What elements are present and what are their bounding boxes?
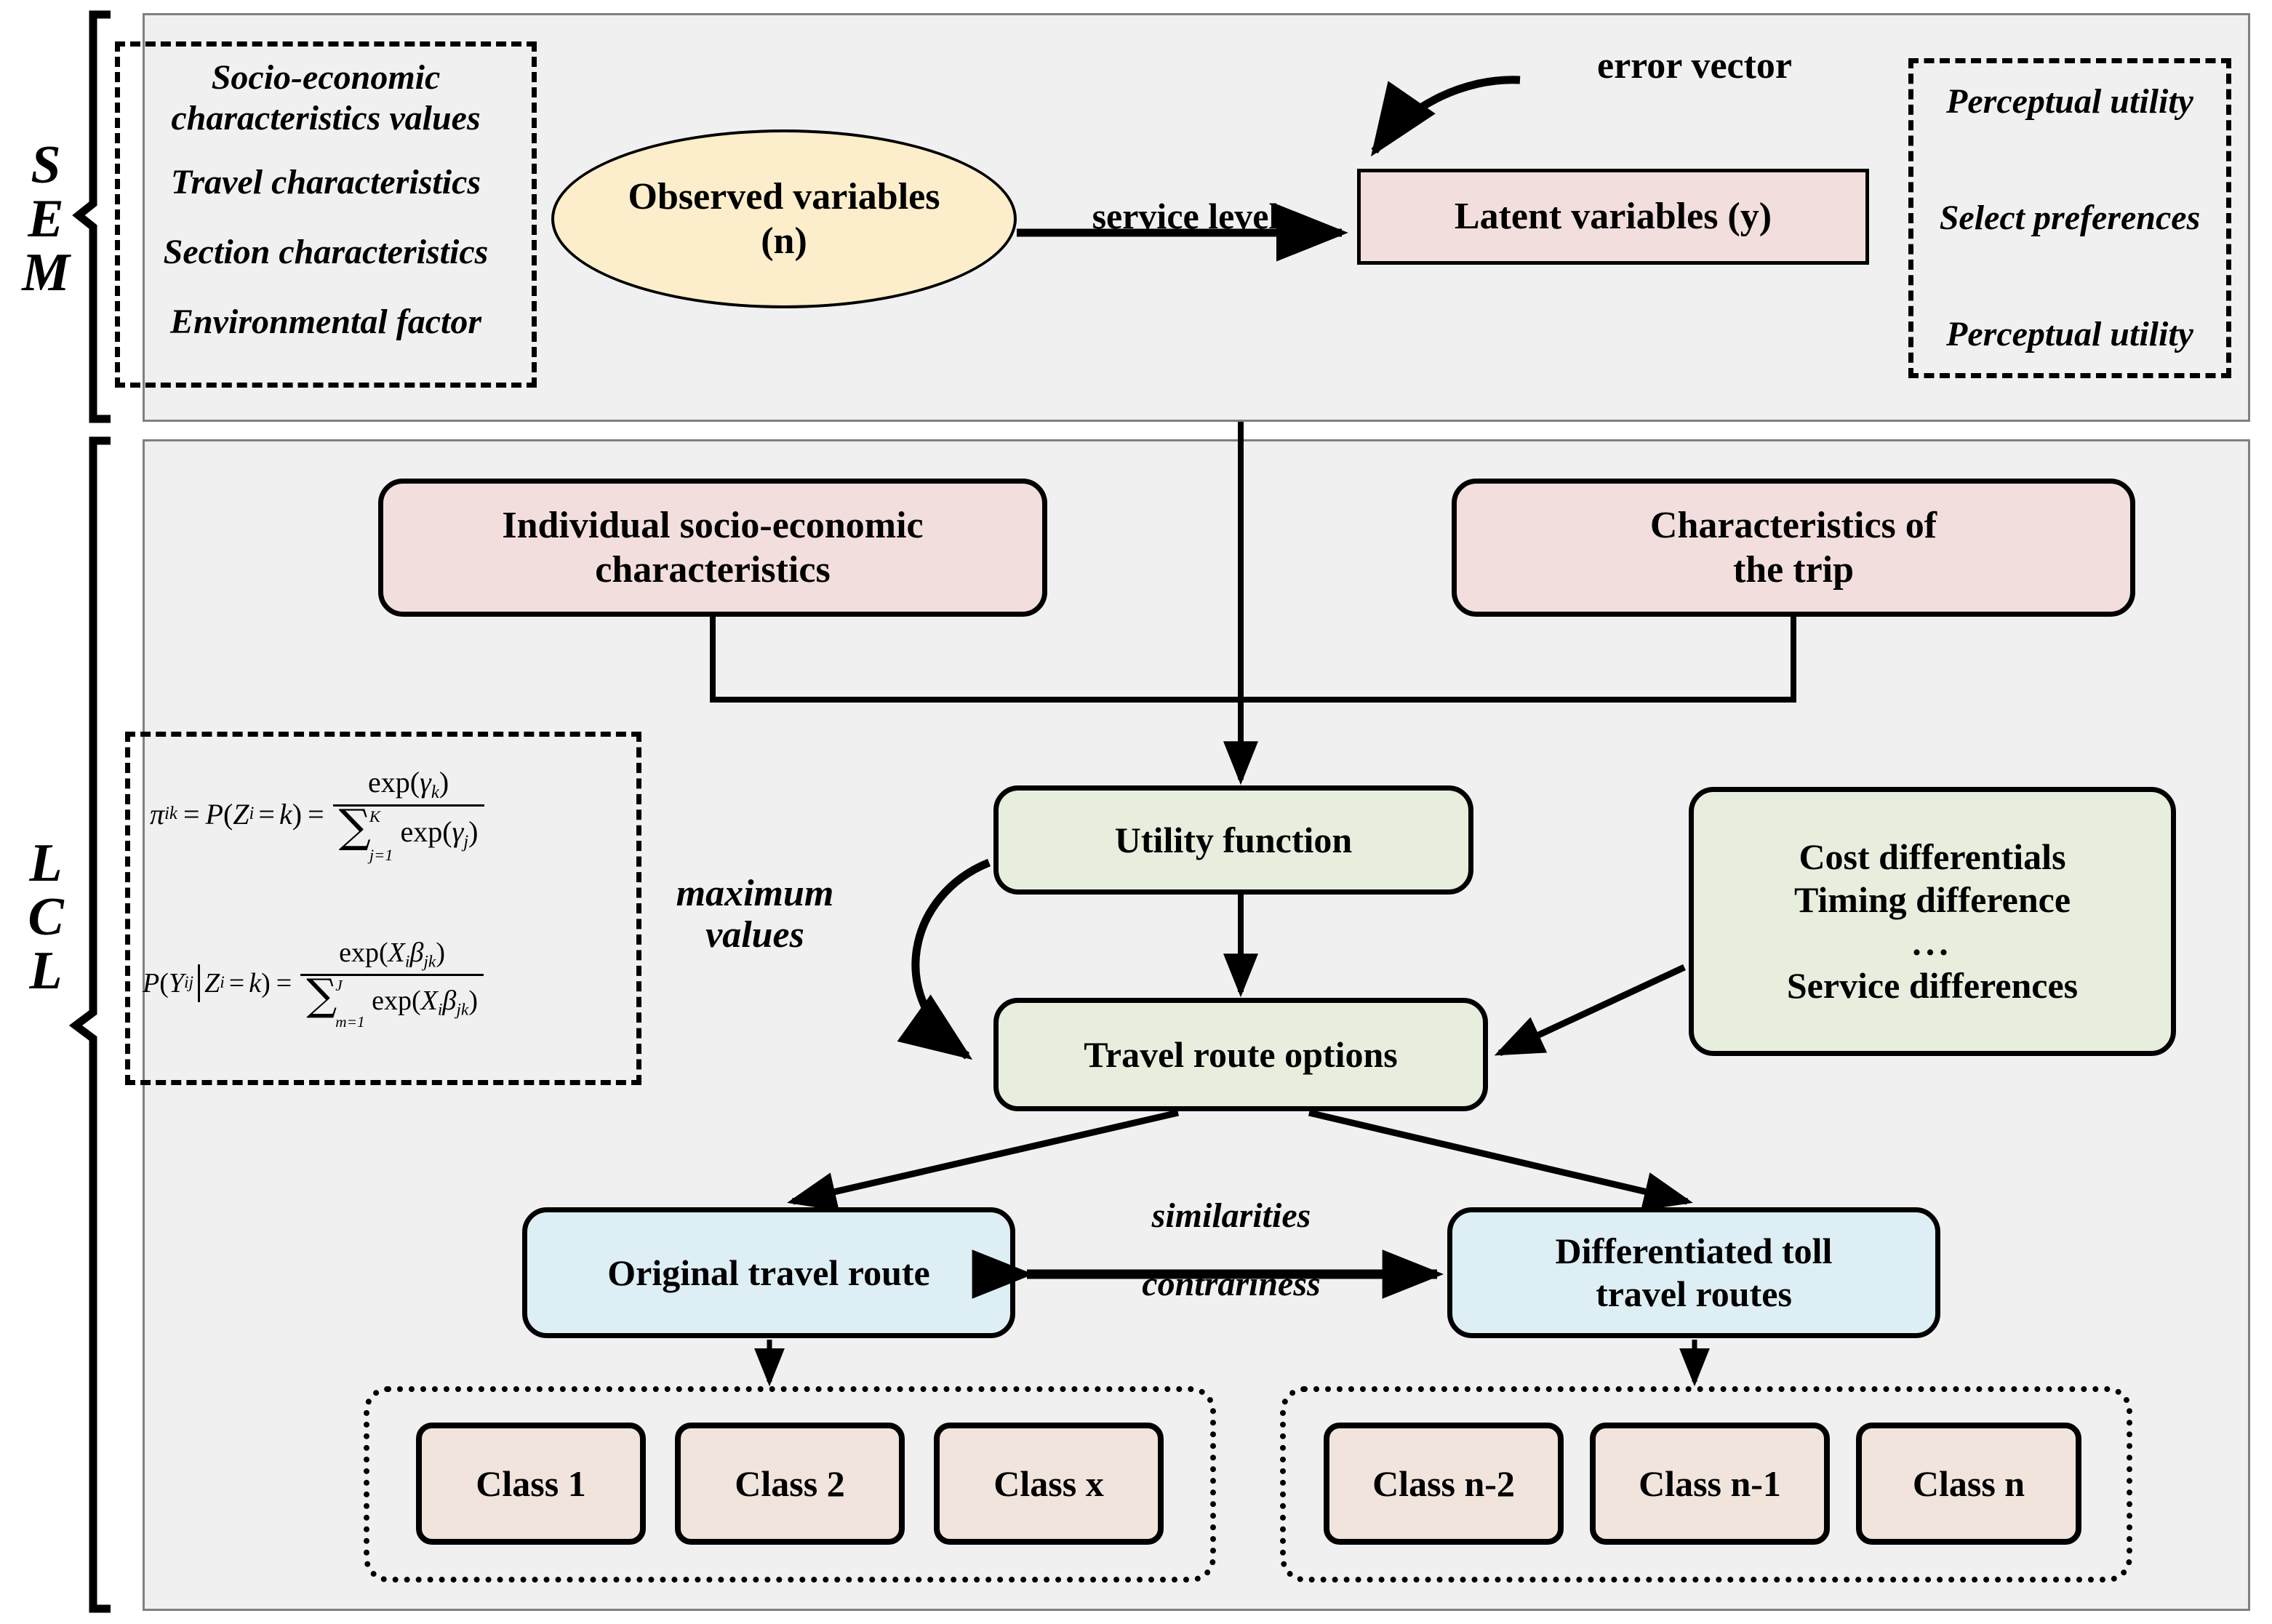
class-box-1[interactable]: Class 1	[416, 1423, 646, 1545]
classes-left-group	[364, 1386, 1216, 1583]
service-level-edge-label: service level	[1092, 196, 1279, 236]
sem-input-item-4: Environmental factor	[169, 303, 482, 341]
lcl-brace-letter-l2: L	[29, 941, 63, 1001]
travel-route-options-node[interactable]: Travel route options	[993, 998, 1488, 1111]
sem-brace-letter-m: M	[22, 243, 70, 303]
contrariness-label: contrariness	[1142, 1265, 1321, 1303]
travel-route-options-label: Travel route options	[1084, 1033, 1398, 1075]
utility-function-label: Utility function	[1114, 819, 1353, 860]
class-box-2[interactable]: Class 2	[675, 1423, 905, 1545]
sem-panel	[143, 13, 2250, 422]
sem-brace-letter-e: E	[28, 189, 64, 249]
sem-brace-letter-s: S	[31, 135, 61, 195]
sem-output-item-1: Select preferences	[1939, 199, 2201, 237]
differences-line-0: Cost differentials	[1799, 836, 2066, 877]
error-vector-label: error vector	[1597, 45, 1792, 87]
differences-line-1: Timing difference	[1793, 879, 2071, 920]
sem-outputs-dashed-box: Perceptual utility Select preferences Pe…	[1908, 58, 2231, 378]
latent-variables-label: Latent variables (y)	[1454, 196, 1772, 238]
observed-variables-label: Observed variables(n)	[628, 175, 940, 262]
sem-brace-label: S E M	[6, 138, 86, 300]
sem-input-item-1: characteristics values	[171, 99, 481, 137]
differences-node[interactable]: Cost differentials Timing difference ...…	[1689, 787, 2176, 1056]
differences-line-2: ...	[1912, 922, 1953, 963]
sem-inputs-dashed-box: Socio-economic characteristics values Tr…	[115, 41, 537, 388]
lcl-brace-letter-l1: L	[29, 833, 63, 893]
latent-variables-node[interactable]: Latent variables (y)	[1357, 169, 1869, 265]
similarities-label: similarities	[1151, 1196, 1311, 1235]
class-box-n[interactable]: Class n	[1856, 1423, 2081, 1545]
differences-lines: Cost differentials Timing difference ...…	[1787, 836, 2078, 1007]
classes-right-group	[1280, 1386, 2132, 1583]
lcl-brace-shape	[68, 436, 111, 1613]
class-box-n-2[interactable]: Class n-2	[1324, 1423, 1564, 1545]
original-travel-route-node[interactable]: Original travel route	[522, 1207, 1015, 1338]
utility-function-node[interactable]: Utility function	[993, 785, 1473, 895]
class-box-n-1[interactable]: Class n-1	[1590, 1423, 1830, 1545]
sem-output-item-2: Perceptual utility	[1946, 315, 2193, 353]
sem-output-item-0: Perceptual utility	[1946, 82, 2193, 121]
class-box-x[interactable]: Class x	[934, 1423, 1164, 1545]
differences-line-3: Service differences	[1786, 965, 2079, 1006]
sem-input-item-2: Travel characteristics	[170, 163, 481, 201]
observed-variables-node[interactable]: Observed variables(n)	[551, 129, 1017, 308]
sem-input-item-0: Socio-economic	[211, 58, 441, 97]
lcl-brace-letter-c: C	[28, 887, 64, 947]
formulas-dashed-box	[125, 732, 641, 1085]
lcl-brace-label: L C L	[6, 836, 86, 998]
sem-input-item-3: Section characteristics	[163, 233, 489, 271]
original-travel-route-label: Original travel route	[607, 1252, 930, 1293]
